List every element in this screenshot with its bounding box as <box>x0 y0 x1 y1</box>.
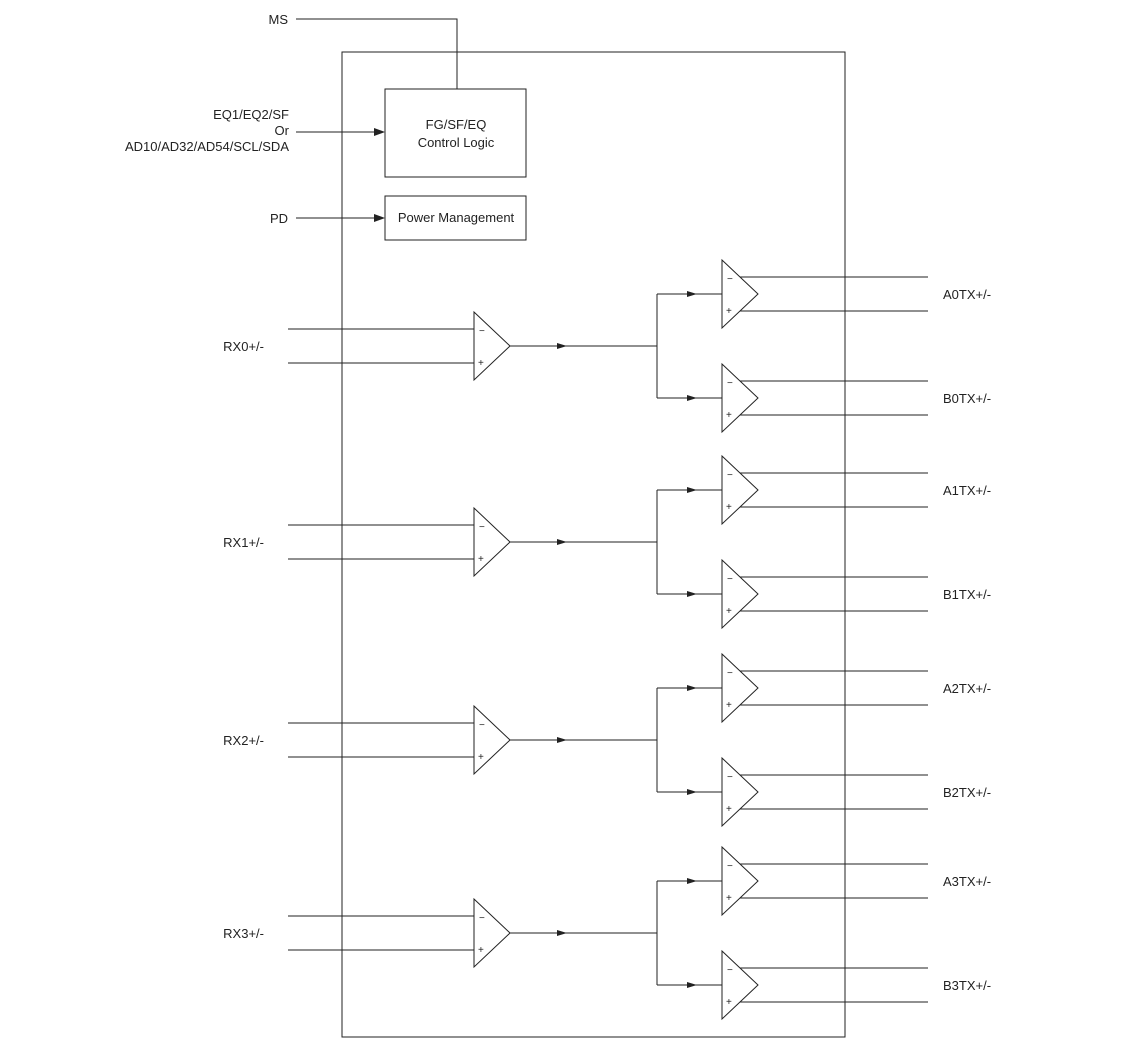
ch3-buffer-output-arrow <box>557 930 567 936</box>
ch0-output-driver-a-plus-sign: + <box>726 306 732 317</box>
ch1-output-a-label: A1TX+/- <box>943 483 991 498</box>
ch0-output-driver-b-minus-sign: − <box>727 378 733 389</box>
ch1-buffer-output-arrow <box>557 539 567 545</box>
ch2-output-driver-a-minus-sign: − <box>727 668 733 679</box>
channels-group: RX0+/- − + − + A0TX+/- − + B0TX+/- RX1+/- − + − + A1TX… <box>223 258 991 1021</box>
ch3-branch-b-arrow <box>687 982 697 988</box>
ch0-output-b-label: B0TX+/- <box>943 391 991 406</box>
ch1-input-label: RX1+/- <box>223 535 264 550</box>
ch1-output-b-label: B1TX+/- <box>943 587 991 602</box>
ch0-output-driver-a-minus-sign: − <box>727 274 733 285</box>
ch0-buffer-output-arrow <box>557 343 567 349</box>
ch3-input-amplifier-minus-sign: − <box>479 913 485 924</box>
ch2-branch-b-arrow <box>687 789 697 795</box>
ch2-input-amplifier-plus-sign: + <box>478 752 484 763</box>
ch3-output-a-label: A3TX+/- <box>943 874 991 889</box>
control-logic-title: FG/SF/EQ <box>426 117 487 132</box>
eq-signal-label-2: Or <box>275 123 290 138</box>
ch2-buffer-output-arrow <box>557 737 567 743</box>
pd-arrow <box>374 214 385 222</box>
ch3-output-driver-b-plus-sign: + <box>726 997 732 1008</box>
ch2-output-b-label: B2TX+/- <box>943 785 991 800</box>
ch1-input-amplifier <box>473 506 511 578</box>
ch0-branch-a-arrow <box>687 291 697 297</box>
ch2-input-label: RX2+/- <box>223 733 264 748</box>
ch1-branch-b-arrow <box>687 591 697 597</box>
ch1-output-driver-b-minus-sign: − <box>727 574 733 585</box>
ch0-input-label: RX0+/- <box>223 339 264 354</box>
ch3-branch-a-arrow <box>687 878 697 884</box>
eq-signal-arrow <box>374 128 385 136</box>
ch0-input-amplifier-minus-sign: − <box>479 326 485 337</box>
ch1-branch-a-arrow <box>687 487 697 493</box>
ch3-output-driver-a-plus-sign: + <box>726 893 732 904</box>
ch3-output-driver-b-minus-sign: − <box>727 965 733 976</box>
ch1-output-driver-a-minus-sign: − <box>727 470 733 481</box>
ch1-input-amplifier-plus-sign: + <box>478 554 484 565</box>
ch3-input-label: RX3+/- <box>223 926 264 941</box>
power-management-block <box>384 195 527 241</box>
ms-line <box>296 18 458 89</box>
control-logic-block <box>384 88 527 178</box>
power-management-label: Power Management <box>398 210 515 225</box>
eq-signal-label-1: EQ1/EQ2/SF <box>213 107 289 122</box>
ch2-output-driver-b-plus-sign: + <box>726 804 732 815</box>
ms-label: MS <box>269 12 289 27</box>
ch3-input-amplifier <box>473 897 511 969</box>
ch3-output-driver-a-minus-sign: − <box>727 861 733 872</box>
ch3-input-amplifier-plus-sign: + <box>478 945 484 956</box>
ch0-output-driver-b-plus-sign: + <box>726 410 732 421</box>
pd-label: PD <box>270 211 288 226</box>
control-logic-subtitle: Control Logic <box>418 135 495 150</box>
ch1-input-amplifier-minus-sign: − <box>479 522 485 533</box>
ch0-branch-b-arrow <box>687 395 697 401</box>
ch0-output-a-label: A0TX+/- <box>943 287 991 302</box>
eq-signal-label-3: AD10/AD32/AD54/SCL/SDA <box>125 139 289 154</box>
ch1-output-driver-a-plus-sign: + <box>726 502 732 513</box>
ch2-output-driver-b-minus-sign: − <box>727 772 733 783</box>
ch2-output-driver-a-plus-sign: + <box>726 700 732 711</box>
ch0-input-amplifier <box>473 310 511 382</box>
ch3-output-b-label: B3TX+/- <box>943 978 991 993</box>
ch0-input-amplifier-plus-sign: + <box>478 358 484 369</box>
ch1-output-driver-b-plus-sign: + <box>726 606 732 617</box>
ch2-branch-a-arrow <box>687 685 697 691</box>
ch2-output-a-label: A2TX+/- <box>943 681 991 696</box>
ch2-input-amplifier-minus-sign: − <box>479 720 485 731</box>
ch2-input-amplifier <box>473 704 511 776</box>
